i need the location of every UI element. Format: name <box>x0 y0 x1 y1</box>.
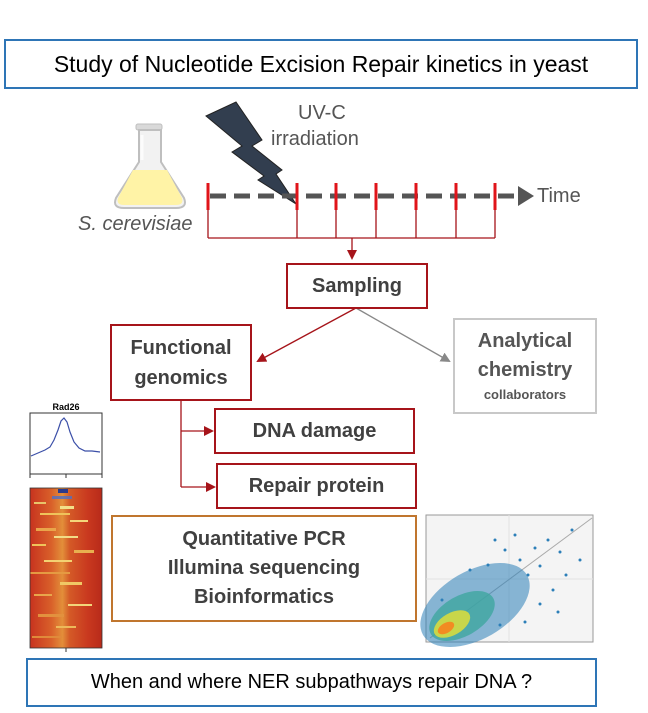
method-item: Quantitative PCR <box>182 528 346 550</box>
method-item: Bioinformatics <box>193 586 335 608</box>
page-title: Study of Nucleotide Excision Repair kine… <box>53 50 589 77</box>
timeline <box>210 186 534 206</box>
dna-damage-label: DNA damage <box>252 419 377 442</box>
flask-icon <box>114 123 186 209</box>
functional-genomics-box: Functional genomics <box>110 324 252 401</box>
sampling-label: Sampling <box>311 274 402 297</box>
profile-curve <box>30 417 101 457</box>
dna-damage-box: DNA damage <box>214 408 415 454</box>
analytical-sub: collaborators <box>483 387 567 402</box>
genomics-branches <box>180 401 216 492</box>
question-text: When and where NER subpathways repair DN… <box>90 671 533 693</box>
repair-protein-box: Repair protein <box>216 463 417 509</box>
heatmap <box>29 487 103 652</box>
functional-genomics-line2: genomics <box>134 366 228 389</box>
question-box: When and where NER subpathways repair DN… <box>26 658 597 707</box>
arrow-to-functional <box>256 307 357 362</box>
repair-protein-label: Repair protein <box>248 474 385 497</box>
title-box: Study of Nucleotide Excision Repair kine… <box>4 39 638 89</box>
organism-label: S. cerevisiae <box>78 213 193 235</box>
timepoint-ticks <box>206 183 497 210</box>
uv-label-line1: UV-C <box>298 102 346 124</box>
analytical-chemistry-box: Analytical chemistry collaborators <box>453 318 597 414</box>
arrow-to-analytical <box>355 307 451 362</box>
time-label: Time <box>537 185 581 207</box>
scatter-plot <box>420 514 594 648</box>
uv-label-line2: irradiation <box>271 128 359 150</box>
methods-box: Quantitative PCR Illumina sequencing Bio… <box>111 515 417 622</box>
sampling-box: Sampling <box>286 263 428 309</box>
profile-plot-title: Rad26 <box>52 402 79 412</box>
functional-genomics-line1: Functional <box>130 336 232 359</box>
analytical-line1: Analytical <box>477 330 573 352</box>
profile-plot <box>29 412 103 478</box>
analytical-line2: chemistry <box>477 359 573 381</box>
lightning-icon <box>205 101 297 205</box>
sampling-bracket <box>207 210 496 260</box>
method-item: Illumina sequencing <box>167 557 361 579</box>
